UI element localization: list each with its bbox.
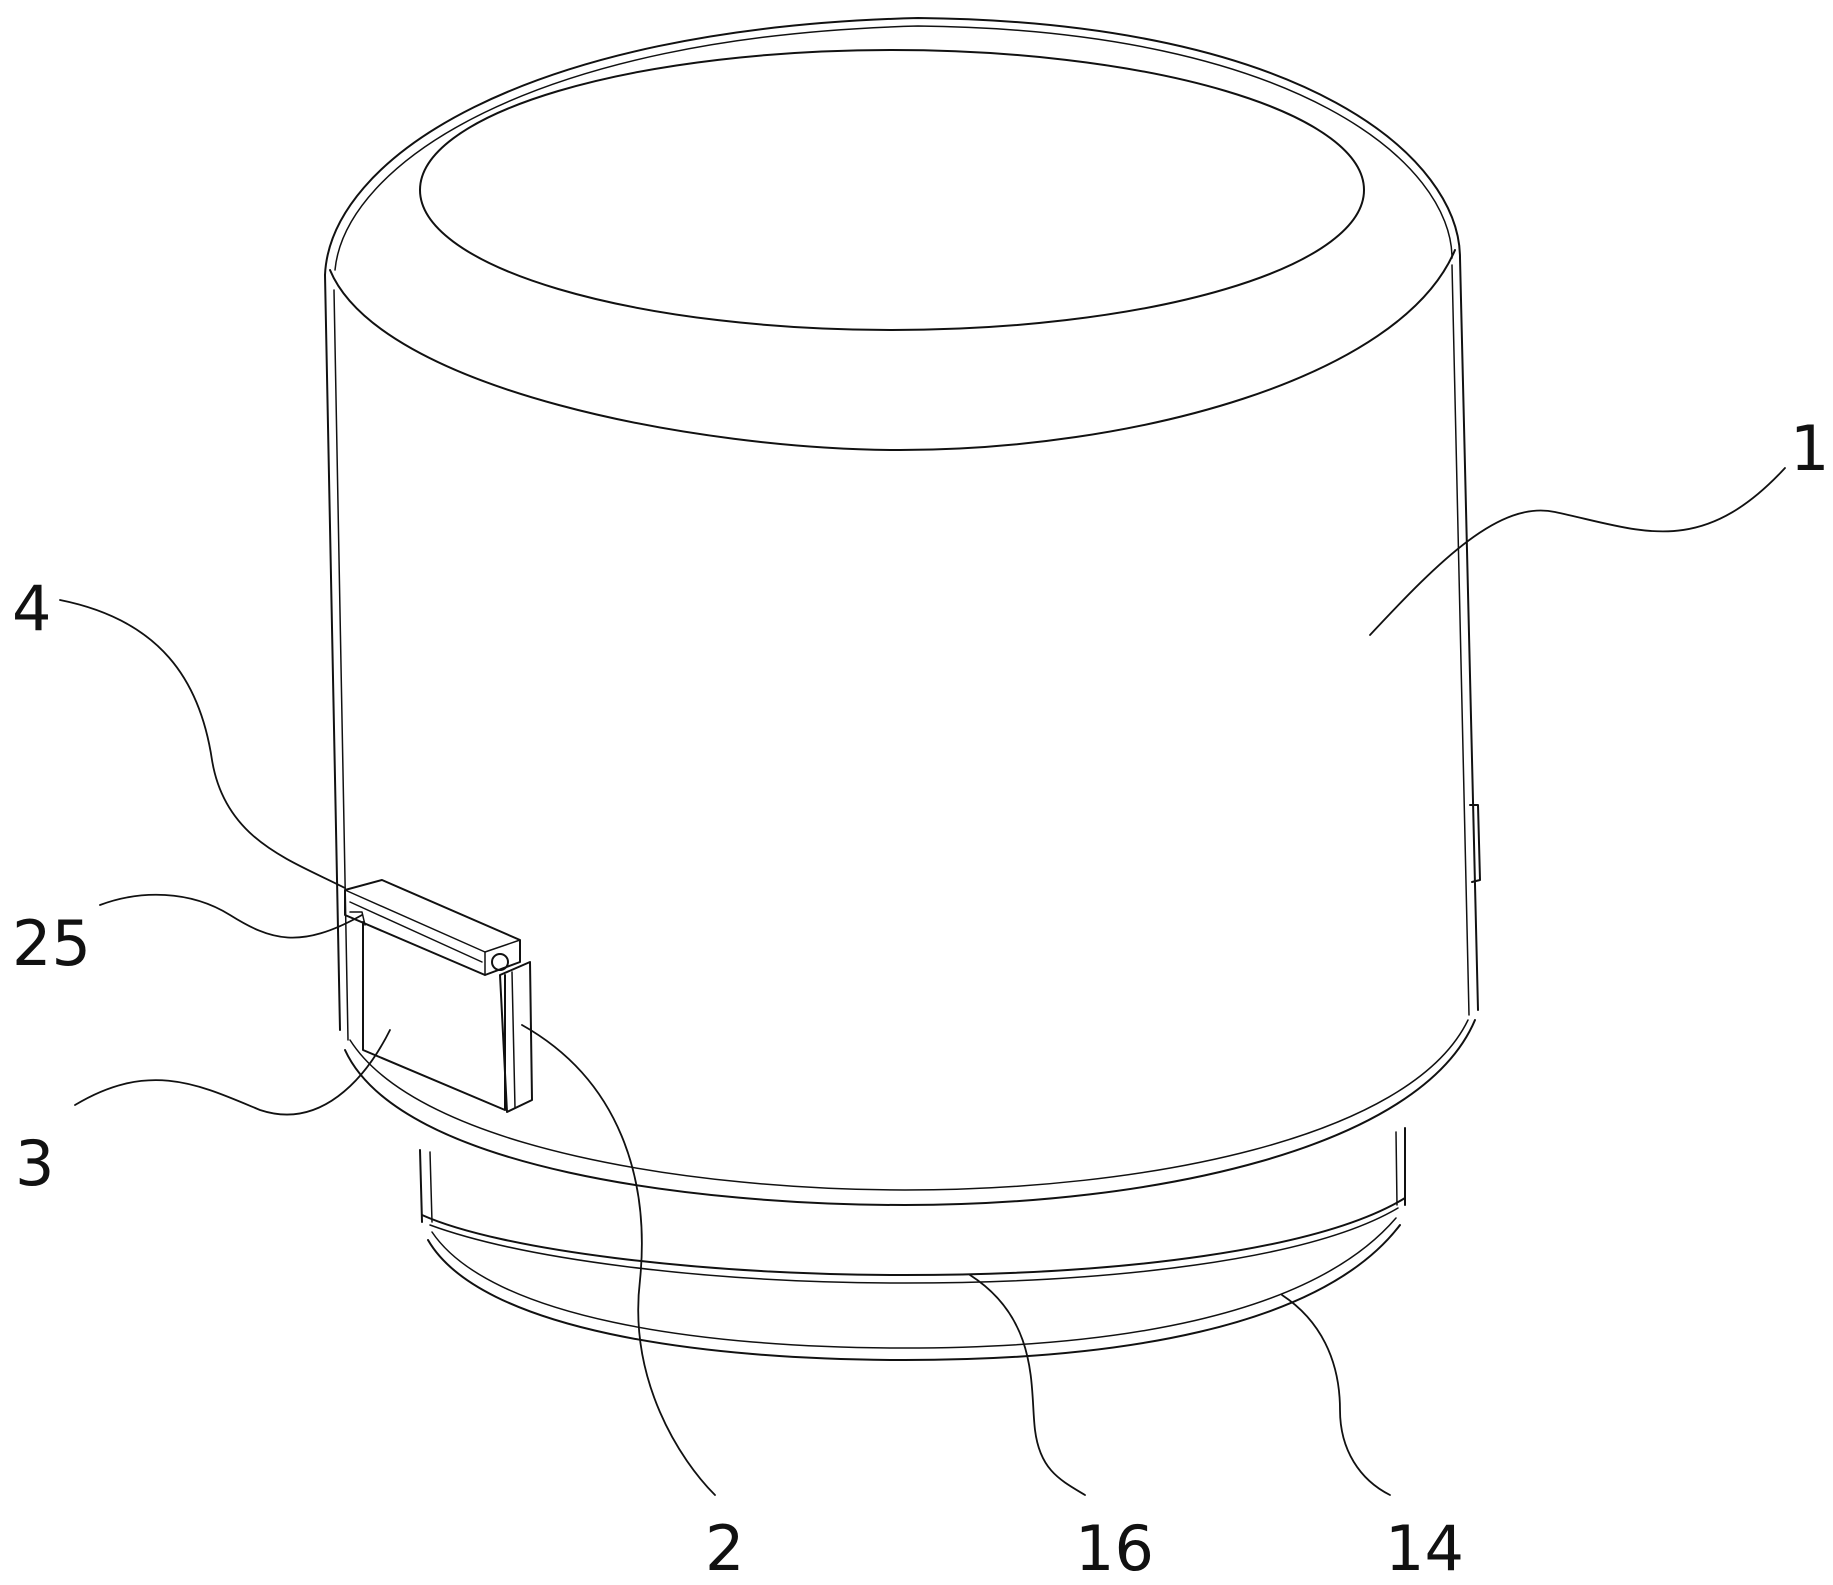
- ring-bottom-inner: [431, 1217, 1397, 1349]
- lid-front-edge: [329, 249, 1456, 451]
- callout-3: 3: [15, 1127, 54, 1200]
- body-right-wall-inner: [1451, 264, 1470, 1016]
- body-bottom-edge-inner: [349, 1019, 1469, 1191]
- clip-bar-top: [344, 889, 521, 953]
- leader-14: [1281, 1294, 1391, 1496]
- leader-4: [59, 599, 346, 889]
- clip-bar: [344, 879, 521, 976]
- base-top-seam: [421, 1197, 1406, 1276]
- right-side-tab: [1469, 804, 1481, 883]
- body-bottom-edge: [344, 1019, 1476, 1206]
- cylinder-body: [324, 257, 1481, 1206]
- clip-bar-line: [349, 901, 483, 963]
- leader-1: [1369, 467, 1786, 636]
- panel: [362, 921, 506, 1111]
- leaders: [59, 467, 1786, 1496]
- clip-plate: [499, 961, 533, 1113]
- clip-assembly: [344, 879, 533, 1113]
- callout-2: 2: [705, 1512, 744, 1585]
- callout-25: 25: [12, 907, 91, 980]
- leader-3: [74, 1029, 391, 1116]
- base-top-seam-inner: [429, 1207, 1399, 1284]
- base-right-wall-inner: [1395, 1131, 1398, 1206]
- leader-25: [99, 893, 363, 939]
- lid-outer-rim-inner: [334, 25, 1453, 271]
- lid: [324, 17, 1461, 451]
- ring-bottom: [427, 1224, 1401, 1361]
- leader-16: [969, 1274, 1086, 1496]
- base-left-wall: [419, 1149, 423, 1223]
- clip-plate-edge: [511, 971, 516, 1109]
- callout-16: 16: [1075, 1512, 1154, 1585]
- body-left-wall: [324, 274, 341, 1031]
- leader-2: [521, 1024, 716, 1496]
- callout-1: 1: [1790, 412, 1829, 485]
- lid-inner-ellipse: [419, 49, 1365, 331]
- base-left-wall-inner: [429, 1151, 433, 1223]
- callout-14: 14: [1385, 1512, 1464, 1585]
- base: [419, 1127, 1406, 1361]
- hinge-strip: [349, 911, 366, 926]
- body-right-wall: [1459, 257, 1479, 1011]
- callouts: 1 4 25 3 2 16 14: [12, 412, 1829, 1585]
- callout-4: 4: [12, 572, 51, 645]
- hinge-pin: [491, 953, 509, 971]
- lid-outer-rim: [324, 17, 1461, 276]
